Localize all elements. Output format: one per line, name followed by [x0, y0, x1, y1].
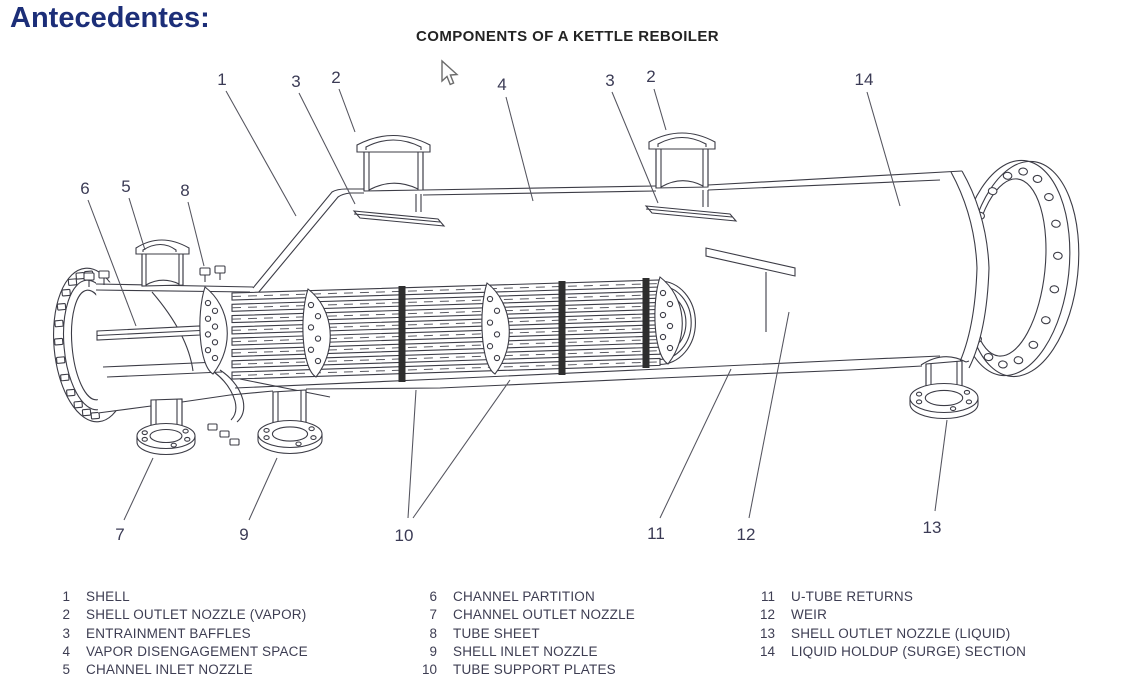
- diagram-title: COMPONENTS OF A KETTLE REBOILER: [416, 28, 719, 45]
- kettle-reboiler-diagram: 1 3 2 4 3 2 14 6 5 8 7 9 10 11 12 13: [53, 59, 1080, 545]
- svg-text:3: 3: [291, 72, 300, 91]
- svg-text:7: 7: [115, 525, 124, 544]
- callout-13: 13: [923, 419, 948, 537]
- svg-text:10: 10: [395, 526, 414, 545]
- svg-text:8: 8: [180, 181, 189, 200]
- channel-inlet-nozzle: [135, 239, 190, 287]
- vapor-nozzle-1: [352, 135, 446, 227]
- callout-4: 4: [497, 75, 534, 202]
- callout-11: 11: [647, 368, 732, 543]
- svg-text:6: 6: [80, 179, 89, 198]
- callout-6: 6: [80, 179, 137, 327]
- svg-text:3: 3: [605, 71, 614, 90]
- callout-3a: 3: [291, 72, 356, 205]
- svg-text:14: 14: [855, 70, 874, 89]
- callout-10: 10: [395, 379, 511, 545]
- callout-1: 1: [217, 70, 297, 217]
- callout-8: 8: [180, 181, 205, 267]
- svg-text:11: 11: [647, 524, 665, 543]
- callout-14: 14: [855, 70, 901, 207]
- flange-studs: [83, 265, 226, 287]
- svg-text:2: 2: [646, 67, 655, 86]
- mouse-pointer-icon: [441, 59, 459, 86]
- bottom-nozzle-flanges: [136, 382, 979, 456]
- svg-text:13: 13: [923, 518, 942, 537]
- callout-7: 7: [115, 457, 154, 544]
- svg-text:4: 4: [497, 75, 506, 94]
- callout-2b: 2: [646, 67, 667, 131]
- callout-3b: 3: [605, 71, 659, 204]
- vapor-nozzle-2: [644, 132, 738, 222]
- channel-outlet-nozzle: [150, 398, 183, 428]
- svg-text:5: 5: [121, 177, 130, 196]
- shell-inlet-nozzle: [272, 389, 307, 425]
- shell-outlines: [95, 170, 990, 414]
- callout-2a: 2: [331, 68, 356, 133]
- callout-5: 5: [121, 177, 146, 251]
- tube-support-bars: [398, 278, 650, 382]
- svg-text:9: 9: [239, 525, 248, 544]
- callout-12: 12: [737, 311, 790, 544]
- page-heading: Antecedentes:: [10, 2, 210, 34]
- tube-support-plates: [199, 276, 683, 378]
- svg-text:1: 1: [217, 70, 226, 89]
- svg-text:2: 2: [331, 68, 340, 87]
- weir: [705, 247, 796, 332]
- channel-flange-bolts: [53, 270, 101, 420]
- callouts: 1 3 2 4 3 2 14 6 5 8 7 9 10 11 12 13: [80, 67, 948, 545]
- rear-head-flange: [955, 159, 1080, 378]
- svg-text:12: 12: [737, 525, 756, 544]
- callout-9: 9: [239, 457, 278, 544]
